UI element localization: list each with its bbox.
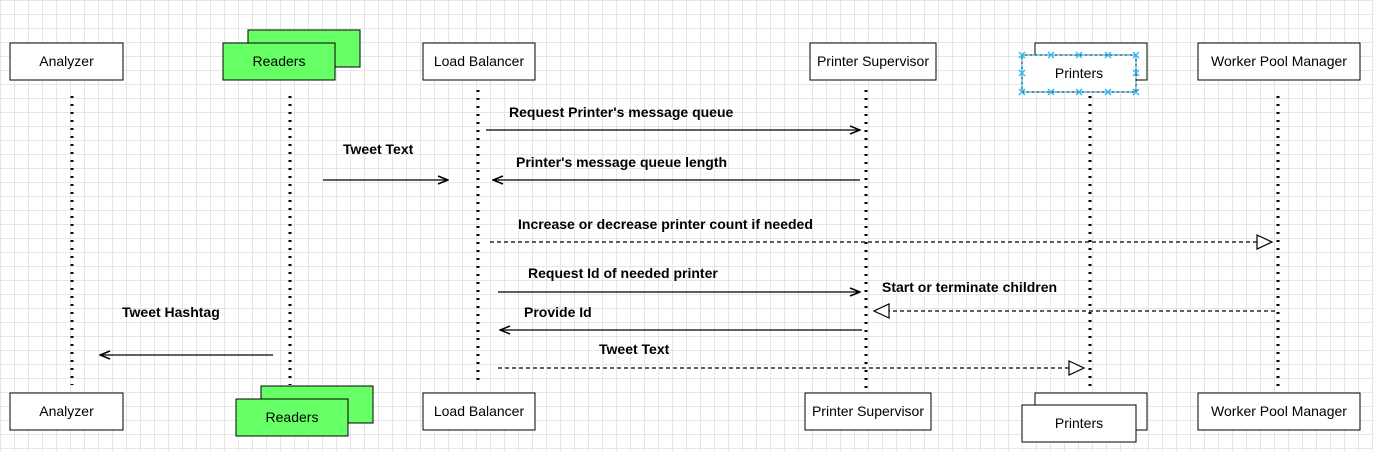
worker-pool-manager-bottom[interactable]: Worker Pool Manager	[1197, 392, 1361, 431]
worker-pool-manager-top-label: Worker Pool Manager	[1211, 53, 1347, 69]
printer-supervisor-top[interactable]: Printer Supervisor	[809, 42, 937, 81]
label-request-queue: Request Printer's message queue	[509, 104, 734, 120]
label-request-id: Request Id of needed printer	[528, 265, 718, 281]
label-adjust-printers: Increase or decrease printer count if ne…	[518, 216, 813, 232]
analyzer-bottom[interactable]: Analyzer	[9, 392, 124, 431]
worker-pool-manager-bottom-label: Worker Pool Manager	[1211, 403, 1347, 419]
label-provide-id: Provide Id	[524, 304, 592, 320]
load-balancer-bottom-label: Load Balancer	[434, 403, 525, 419]
worker-pool-manager-top[interactable]: Worker Pool Manager	[1197, 42, 1361, 81]
load-balancer-top[interactable]: Load Balancer	[422, 42, 536, 81]
readers-top[interactable]: Readers	[222, 29, 361, 81]
printer-supervisor-bottom-label: Printer Supervisor	[812, 403, 924, 419]
printers-bottom-label: Printers	[1055, 415, 1103, 431]
load-balancer-top-label: Load Balancer	[434, 53, 525, 69]
printer-supervisor-bottom[interactable]: Printer Supervisor	[804, 392, 932, 431]
readers-top-label: Readers	[253, 53, 306, 69]
printer-supervisor-top-label: Printer Supervisor	[817, 53, 929, 69]
printers-bottom[interactable]: Printers	[1021, 392, 1148, 443]
analyzer-top-label: Analyzer	[39, 53, 94, 69]
label-queue-length: Printer's message queue length	[516, 154, 727, 170]
label-tweet-text-in: Tweet Text	[343, 141, 414, 157]
printers-top-label: Printers	[1055, 65, 1103, 81]
analyzer-top[interactable]: Analyzer	[9, 42, 124, 81]
label-tweet-text-out: Tweet Text	[599, 341, 670, 357]
selection-handles[interactable]	[1018, 51, 1140, 96]
printers-top[interactable]: Printers	[1018, 42, 1148, 96]
readers-bottom-label: Readers	[266, 409, 319, 425]
label-tweet-hashtag: Tweet Hashtag	[122, 304, 220, 320]
label-start-terminate: Start or terminate children	[882, 279, 1057, 295]
readers-bottom[interactable]: Readers	[235, 385, 374, 437]
analyzer-bottom-label: Analyzer	[39, 403, 94, 419]
load-balancer-bottom[interactable]: Load Balancer	[422, 392, 536, 431]
